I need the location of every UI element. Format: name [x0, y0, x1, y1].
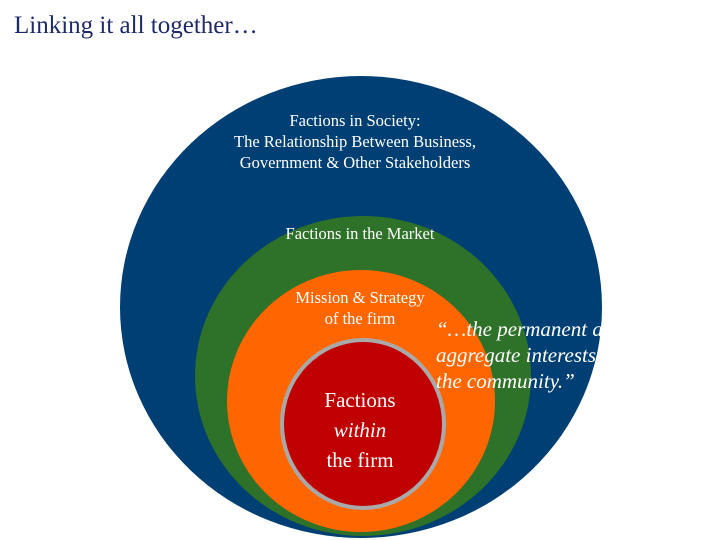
mission-label: Mission & Strategy of the firm [260, 287, 460, 329]
quote-line-3: the community.” [436, 369, 575, 393]
market-label-line-1: Factions in the Market [285, 224, 435, 243]
mission-label-line-2: of the firm [324, 309, 396, 328]
society-label-line-1: Factions in Society: [289, 111, 421, 130]
quote-line-1: “…the permanent and [436, 317, 624, 341]
quote-line-2: aggregate interests of [436, 343, 618, 367]
market-label: Factions in the Market [250, 223, 470, 244]
within-firm-label-line-1: Factions [324, 388, 396, 412]
society-label-line-2: The Relationship Between Business, [234, 132, 476, 151]
within-firm-label-line-2: within [333, 418, 387, 442]
slide-title: Linking it all together… [14, 12, 258, 39]
within-firm-circle-inner [284, 342, 442, 506]
mission-label-line-1: Mission & Strategy [295, 288, 425, 307]
society-label-line-3: Government & Other Stakeholders [239, 153, 471, 172]
within-firm-label: Factions within the firm [290, 385, 430, 475]
within-firm-label-line-3: the firm [326, 448, 394, 472]
community-quote: “…the permanent and aggregate interests … [436, 316, 706, 394]
society-label: Factions in Society: The Relationship Be… [180, 110, 530, 173]
